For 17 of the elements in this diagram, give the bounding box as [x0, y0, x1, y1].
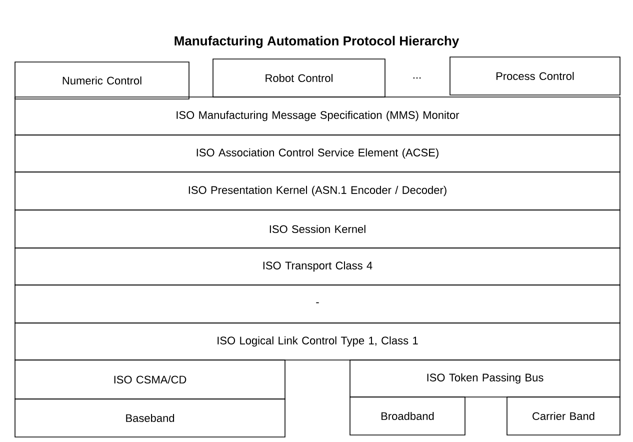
- layer-box: ISO Manufacturing Message Specification (MMS) Monitor: [14, 96, 620, 136]
- layer-box: ISO Presentation Kernel (ASN.1 Encoder / Decoder): [14, 172, 620, 210]
- title: Manufacturing Automation Protocol Hierarchy: [174, 36, 460, 48]
- layer-box: Robot Control: [212, 58, 386, 98]
- layer-box: Numeric Control: [14, 62, 190, 100]
- layer-box: Process Control: [450, 56, 620, 96]
- ellipsis: ...: [413, 77, 421, 79]
- layer-box: ISO Association Control Service Element (ACSE): [14, 134, 620, 172]
- layer-box: ISO Transport Class 4: [14, 248, 620, 286]
- layer-box: Baseband: [14, 398, 286, 438]
- layer-box: ISO Logical Link Control Type 1, Class 1: [14, 322, 620, 360]
- layer-box: Carrier Band: [506, 396, 620, 436]
- layer-box: ISO Session Kernel: [14, 210, 620, 248]
- layer-box: ISO CSMA/CD: [14, 360, 286, 400]
- layer-box: ISO Token Passing Bus: [350, 360, 620, 398]
- layer-box: Broadband: [350, 396, 466, 436]
- layer-box: -: [14, 284, 620, 324]
